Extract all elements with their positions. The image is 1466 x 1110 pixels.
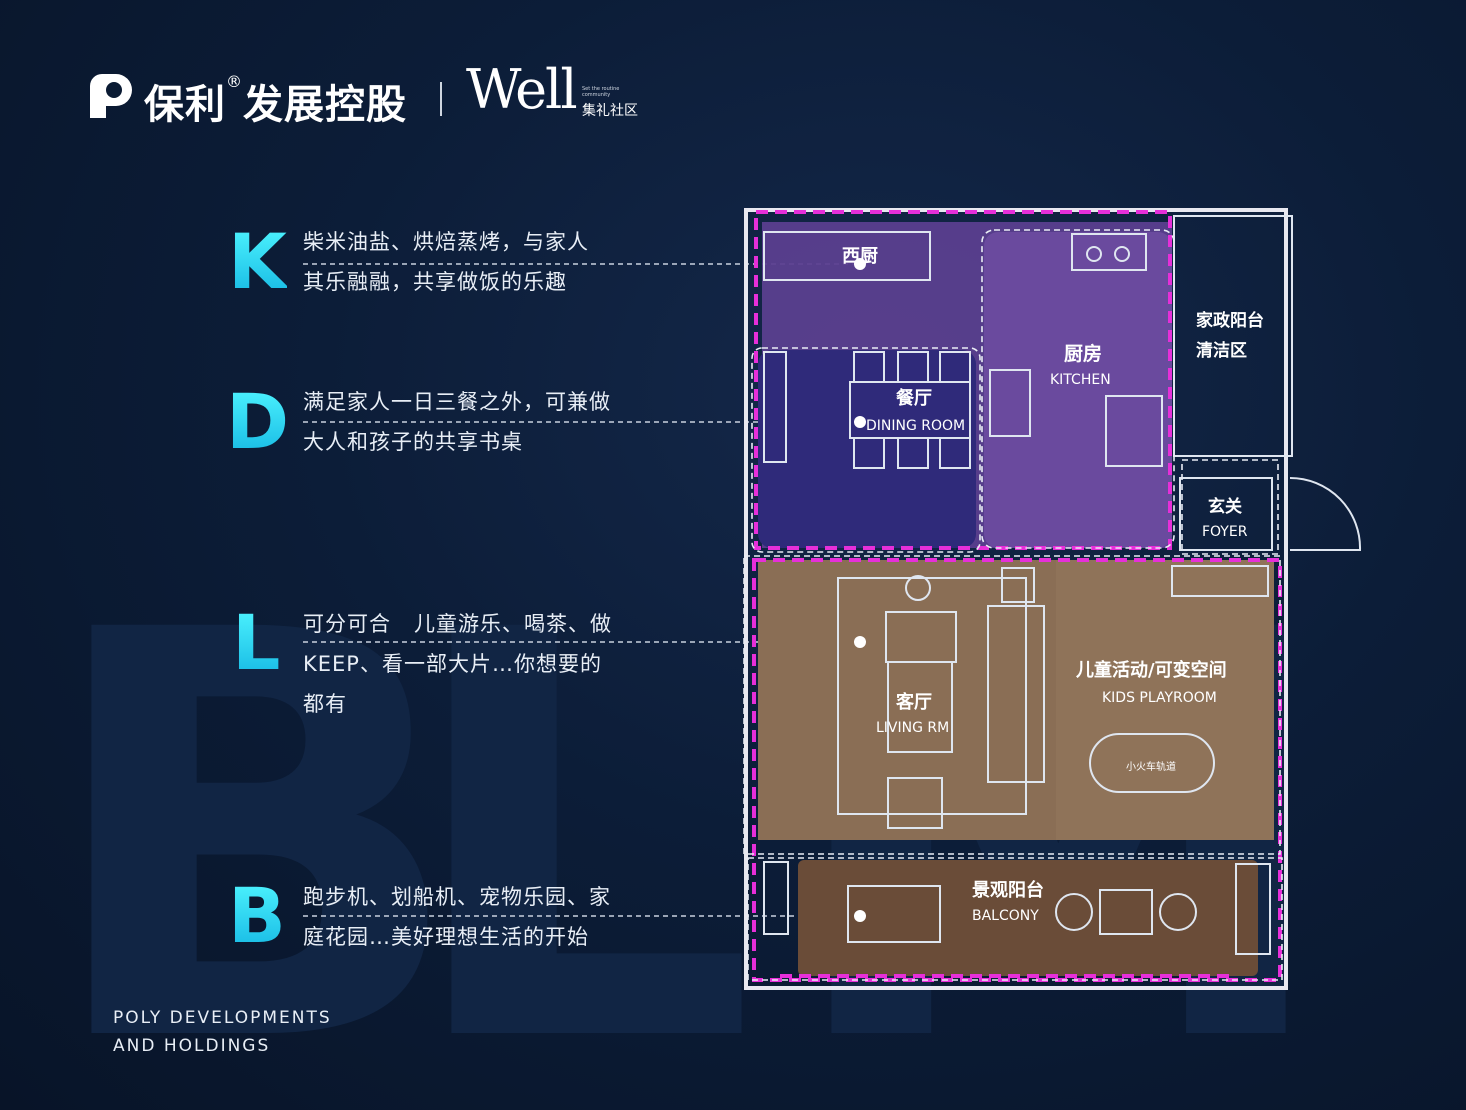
balcony-storage-right (1235, 863, 1271, 955)
footer-line-1: POLY DEVELOPMENTS (113, 1008, 332, 1028)
sink-counter (989, 369, 1031, 437)
plan-outer-wall (744, 208, 1288, 990)
brand-name-cn: 保利 (144, 82, 226, 128)
side-table (1001, 567, 1035, 603)
floor-lamp (905, 575, 931, 601)
living-outline (743, 555, 1281, 855)
kids-zone (1056, 560, 1274, 840)
cooktop (1071, 233, 1147, 271)
chair-6 (939, 437, 971, 469)
section-k-line-1: 柴米油盐、烘焙蒸烤，与家人 (303, 230, 589, 254)
section-k-description: 柴米油盐、烘焙蒸烤，与家人 其乐融融，共享做饭的乐趣 (303, 222, 589, 302)
kitchen-zone-outline (754, 210, 1172, 550)
label-kitchen-en: KITCHEN (1050, 372, 1111, 388)
chair-3 (939, 351, 971, 383)
section-l-line-1: 可分可合 儿童游乐、喝茶、做 (303, 612, 613, 636)
label-balcony-en: BALCONY (972, 908, 1039, 924)
registered-mark: ® (226, 72, 243, 91)
play-mat (1089, 733, 1215, 793)
brand-suffix: 发展控股 (243, 82, 407, 128)
section-letter-d: D (226, 377, 290, 466)
leader-dot-l (854, 636, 866, 648)
section-letter-l: L (232, 598, 281, 687)
section-d-description: 满足家人一日三餐之外，可兼做 大人和孩子的共享书桌 (303, 382, 611, 462)
footer-company: POLY DEVELOPMENTS AND HOLDINGS (113, 1004, 332, 1060)
brand-name: 保利®发展控股 (144, 72, 407, 130)
well-tagline: Set the routine community (582, 86, 620, 98)
poly-logo-icon (90, 74, 132, 118)
well-logo: Well (466, 58, 578, 121)
wardrobe (1171, 565, 1269, 597)
section-letter-b: B (228, 871, 286, 960)
leader-dot-k (854, 258, 866, 270)
label-dining-cn: 餐厅 (895, 387, 932, 409)
island (1105, 395, 1163, 467)
storage-column (763, 351, 787, 463)
armchair (887, 777, 943, 829)
leader-dot-d (854, 416, 866, 428)
label-living-en: LIVING RM (876, 720, 949, 736)
kitchen-room-zone (984, 232, 1172, 548)
section-d-line-2: 大人和孩子的共享书桌 (303, 430, 523, 454)
laundry-outline (1181, 459, 1279, 555)
label-kitchen-cn: 厨房 (1064, 342, 1102, 365)
section-l-line-3: 都有 (303, 692, 347, 716)
section-l-line-2: KEEP、看一部大片…你想要的 (303, 652, 602, 676)
label-foyer-cn: 玄关 (1208, 496, 1242, 517)
label-laundry-line2: 清洁区 (1196, 340, 1247, 361)
kitchen-outline (981, 229, 1175, 549)
dining-outline (751, 347, 981, 553)
label-west-kitchen: 西厨 (842, 246, 878, 267)
leader-dot-b (854, 910, 866, 922)
label-kids-en: KIDS PLAYROOM (1102, 690, 1217, 706)
balcony-outline (747, 857, 1283, 981)
footer-line-2: AND HOLDINGS (113, 1036, 271, 1056)
balcony-chair-1 (1055, 893, 1093, 931)
foyer-outline (1179, 477, 1273, 551)
counter-west (763, 231, 931, 281)
chair-4 (853, 437, 885, 469)
label-living-cn: 客厅 (896, 691, 932, 713)
chair-1 (853, 351, 885, 383)
sofa (987, 605, 1045, 783)
balcony-planter-left (763, 861, 789, 935)
door-swing (1289, 477, 1362, 551)
header-divider (440, 82, 442, 116)
section-d-line-1: 满足家人一日三餐之外，可兼做 (303, 390, 611, 414)
burner-2 (1114, 246, 1130, 262)
balcony-table (1099, 889, 1153, 935)
balcony-chair-2 (1159, 893, 1197, 931)
label-foyer-en: FOYER (1202, 524, 1248, 540)
tv-console (887, 661, 953, 753)
label-kids-cn: 儿童活动/可变空间 (1075, 659, 1227, 681)
label-train-track: 小火车轨道 (1126, 760, 1176, 773)
section-b-line-1: 跑步机、划船机、宠物乐园、家 (303, 885, 611, 909)
section-letter-k: K (228, 217, 287, 306)
label-dining-en: DINING ROOM (866, 418, 965, 434)
section-l-description: 可分可合 儿童游乐、喝茶、做 KEEP、看一部大片…你想要的 都有 (303, 604, 612, 724)
label-balcony-cn: 景观阳台 (972, 879, 1044, 901)
chair-2 (897, 351, 929, 383)
dining-zone (758, 350, 976, 548)
section-b-line-2: 庭花园…美好理想生活的开始 (303, 925, 589, 949)
well-subtitle: 集礼社区 (582, 103, 638, 119)
section-k-line-2: 其乐融融，共享做饭的乐趣 (303, 270, 567, 294)
burner-1 (1086, 246, 1102, 262)
label-laundry-line1: 家政阳台 (1196, 310, 1264, 331)
chair-5 (897, 437, 929, 469)
section-b-description: 跑步机、划船机、宠物乐园、家 庭花园…美好理想生活的开始 (303, 877, 611, 957)
laundry-balcony-outline (1173, 215, 1293, 457)
treadmill (847, 885, 941, 943)
living-rug (837, 577, 1027, 815)
